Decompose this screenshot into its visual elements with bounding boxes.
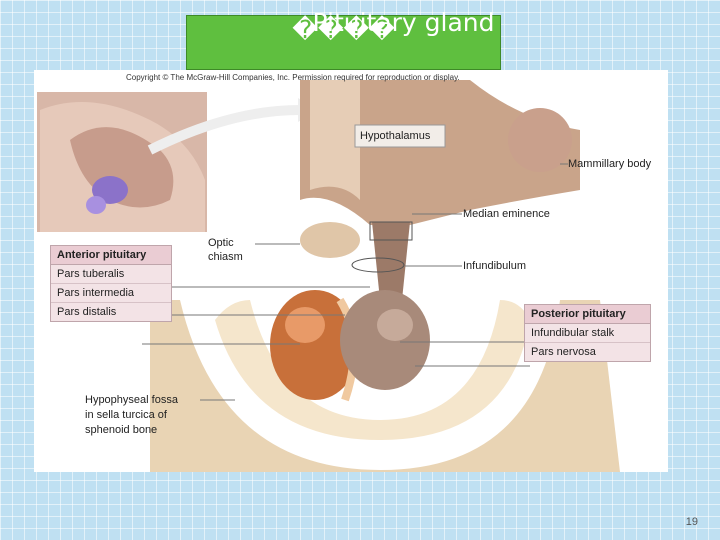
title-text: Pituitary gland xyxy=(186,8,501,38)
label-fossa-2: in sella turcica of xyxy=(85,409,167,421)
infundibular-stalk xyxy=(372,222,410,300)
label-fossa-3: sphenoid bone xyxy=(85,424,158,436)
posterior-pituitary-box: Posterior pituitary Infundibular stalk P… xyxy=(524,304,651,362)
posterior-lobe xyxy=(340,290,430,390)
brain-pituitary-small xyxy=(86,196,106,214)
label-fossa-1: Hypophyseal fossa xyxy=(85,394,178,406)
label-optic-2: chiasm xyxy=(208,251,243,263)
anterior-item: Pars tuberalis xyxy=(51,265,171,284)
anterior-title: Anterior pituitary xyxy=(51,246,171,265)
posterior-title: Posterior pituitary xyxy=(525,305,650,324)
copyright-notice: Copyright © The McGraw-Hill Companies, I… xyxy=(126,73,460,82)
infundibulum-ring xyxy=(351,257,405,273)
slide-title: ���� xyxy=(186,15,501,70)
label-infundibulum: Infundibulum xyxy=(463,260,526,272)
anterior-item: Pars distalis xyxy=(57,306,117,318)
median-eminence-box xyxy=(369,221,413,241)
anterior-pituitary-box: Anterior pituitary Pars tuberalis Pars i… xyxy=(50,245,172,322)
mammillary-body xyxy=(508,108,572,172)
label-hypothalamus: Hypothalamus xyxy=(360,130,431,142)
hypothalamus-tissue xyxy=(300,80,580,225)
page-number: 19 xyxy=(685,516,698,528)
label-mammillary-body: Mammillary body xyxy=(568,158,652,170)
hypothalamus-light xyxy=(310,80,360,200)
posterior-item: Infundibular stalk xyxy=(525,324,650,343)
hypothalamus-tag xyxy=(354,124,446,148)
title-line: Pituitary gland xyxy=(312,8,495,37)
title-glyphs: ���� xyxy=(292,15,395,44)
label-median-eminence: Median eminence xyxy=(463,208,550,220)
posterior-lobe-highlight xyxy=(377,309,413,341)
optic-chiasm xyxy=(300,222,360,258)
label-optic-1: Optic xyxy=(208,237,234,249)
anterior-item: Pars intermedia xyxy=(51,284,171,303)
sella-turcica xyxy=(215,300,530,440)
zoom-arrow xyxy=(147,105,301,155)
anterior-lobe-highlight xyxy=(285,307,325,343)
posterior-item: Pars nervosa xyxy=(531,346,596,358)
brain-pituitary-area xyxy=(92,176,128,204)
